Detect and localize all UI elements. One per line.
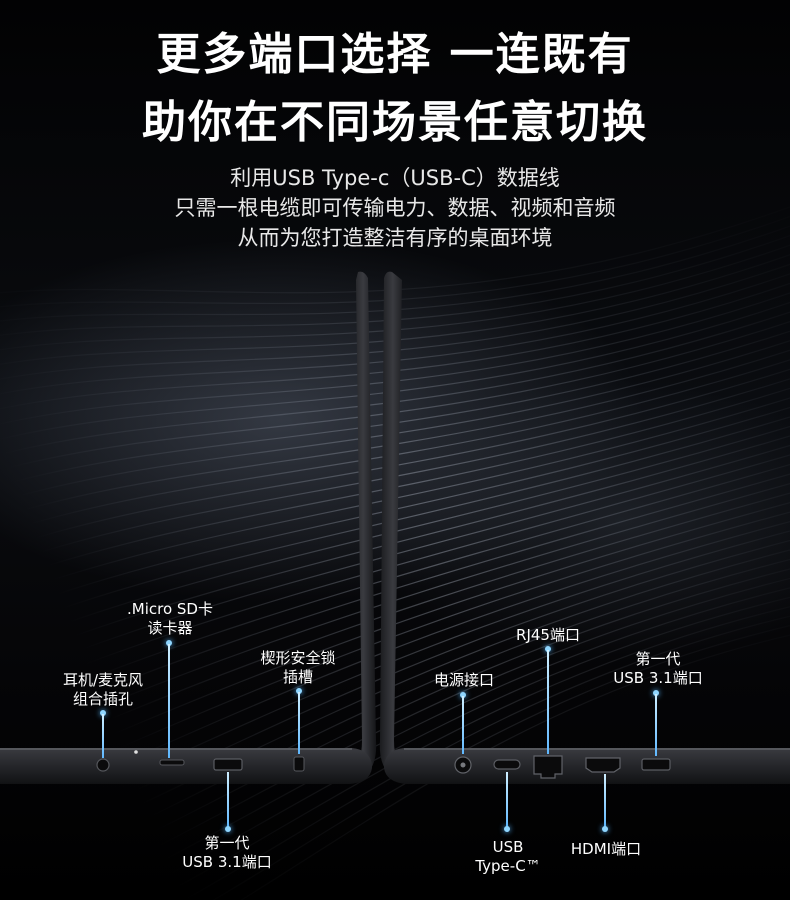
- light-streak: [74, 435, 790, 637]
- light-streak: [130, 530, 790, 777]
- usb-port-icon: [213, 758, 243, 771]
- light-streak: [0, 292, 790, 425]
- light-streak: [18, 340, 790, 497]
- light-streak: [96, 473, 790, 693]
- lock-slot-icon: [293, 756, 305, 772]
- light-streak: [0, 263, 790, 380]
- label-usb-left: 第一代 USB 3.1端口: [182, 834, 272, 871]
- callout-line-lock: [298, 692, 300, 754]
- callout-dot-usb-left: [225, 826, 231, 832]
- light-streak: [107, 492, 790, 721]
- headline-line-2: 助你在不同场景任意切换: [142, 97, 648, 148]
- light-streak: [102, 482, 790, 707]
- light-streak: [118, 511, 790, 749]
- headline-line-1: 更多端口选择 一连既有: [156, 29, 634, 80]
- hdmi-port-icon: [585, 757, 621, 773]
- label-power-port: 电源接口: [433, 671, 494, 689]
- microsd-slot-icon: [159, 759, 185, 766]
- callout-line-usbc: [506, 772, 508, 828]
- label-audio-jack: 耳机/麦克风 组合插孔: [62, 671, 144, 708]
- light-streak: [113, 501, 790, 735]
- light-streak: [0, 273, 790, 395]
- light-streak: [158, 577, 790, 847]
- light-streak: [163, 587, 790, 861]
- callout-line-audio: [102, 714, 104, 758]
- light-streak: [35, 368, 790, 539]
- subtitle-line-1: 利用USB Type-c（USB-C）数据线: [230, 166, 560, 190]
- light-streak: [68, 425, 790, 623]
- left-laptop: [0, 271, 377, 784]
- callout-dot-rj45: [545, 646, 551, 652]
- callout-dot-microsd: [166, 640, 172, 646]
- light-streak: [79, 444, 790, 651]
- callout-dot-audio: [100, 710, 106, 716]
- right-laptop: [379, 271, 790, 784]
- callout-dot-power: [460, 692, 466, 698]
- callout-line-usb-left: [227, 772, 229, 828]
- label-rj45: RJ45端口: [516, 626, 580, 644]
- callout-dot-usbc: [504, 826, 510, 832]
- light-streak: [212, 625, 790, 900]
- light-streak: [29, 359, 790, 525]
- callout-dot-hdmi: [602, 826, 608, 832]
- usb-port-right-icon: [641, 758, 671, 771]
- subtitle-line-2: 只需一根电缆即可传输电力、数据、视频和音频: [174, 196, 616, 220]
- callout-line-power: [462, 696, 464, 754]
- light-streak: [124, 520, 790, 763]
- callout-line-microsd: [168, 644, 170, 758]
- light-streak: [0, 282, 790, 410]
- light-streak: [0, 215, 790, 308]
- label-lock-slot: 楔形安全锁 插槽: [260, 649, 336, 686]
- callout-line-rj45: [547, 650, 549, 754]
- light-streak: [63, 416, 790, 609]
- label-usb-right: 第一代 USB 3.1端口: [613, 650, 703, 687]
- usb-c-port-icon: [493, 759, 521, 770]
- light-streak: [0, 206, 790, 294]
- label-hdmi: HDMI端口: [570, 840, 642, 858]
- subtitle-line-3: 从而为您打造整洁有序的桌面环境: [237, 226, 553, 250]
- light-streak: [85, 454, 790, 665]
- callout-dot-usb-right: [653, 690, 659, 696]
- light-streak: [174, 606, 790, 889]
- callout-line-hdmi: [604, 774, 606, 828]
- light-streak: [0, 254, 790, 365]
- light-streak: [0, 244, 790, 351]
- light-streak: [152, 568, 790, 833]
- callout-line-usb-right: [655, 694, 657, 756]
- audio-jack-icon: [96, 758, 110, 772]
- callout-dot-lock: [296, 688, 302, 694]
- light-streak: [23, 349, 790, 511]
- light-streak: [0, 225, 790, 322]
- rj45-port-icon: [533, 755, 563, 779]
- light-streak: [0, 234, 790, 336]
- light-streak: [90, 463, 790, 679]
- label-usb-c: USB Type-C™: [475, 838, 541, 875]
- light-streak: [169, 596, 790, 875]
- light-streak: [183, 615, 790, 900]
- label-microsd: .Micro SD卡 读卡器: [127, 600, 213, 637]
